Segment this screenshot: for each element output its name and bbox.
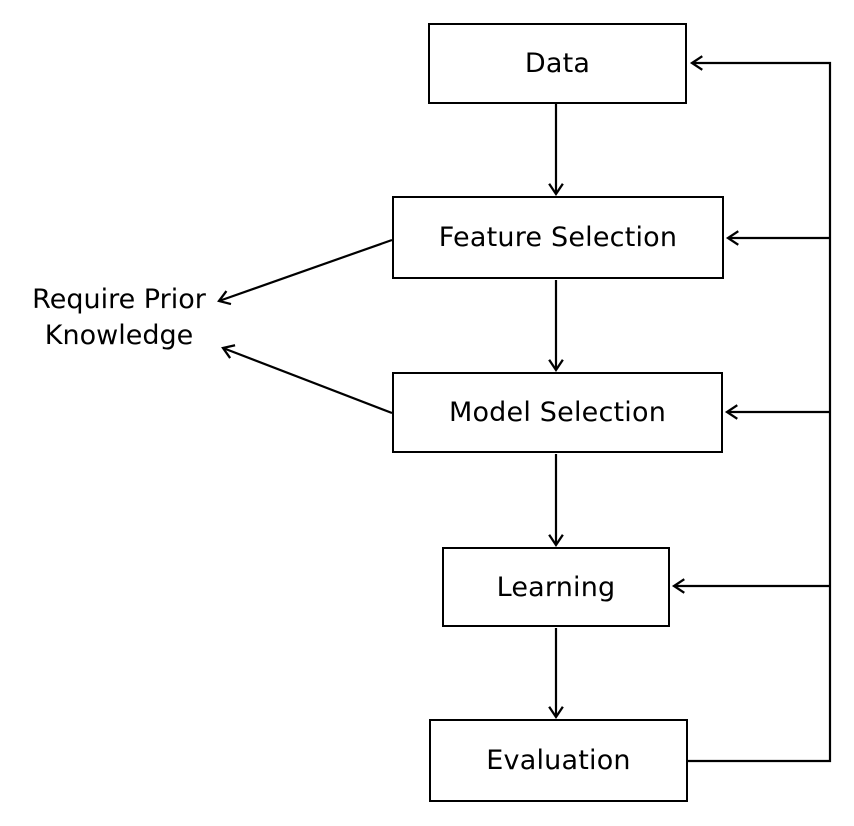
prior-knowledge-label-line2: Knowledge [44, 320, 194, 351]
prior-knowledge-label-line1: Require Prior [32, 284, 206, 315]
node-evaluation: Evaluation [429, 719, 688, 802]
node-model-selection: Model Selection [392, 372, 723, 453]
node-model-selection-label: Model Selection [448, 397, 667, 428]
node-learning: Learning [442, 547, 670, 627]
node-evaluation-label: Evaluation [486, 745, 631, 776]
edge-model-selection-to-annotation [221, 344, 393, 415]
node-data-label: Data [524, 48, 591, 79]
node-feature-selection-label: Feature Selection [438, 222, 678, 253]
node-feature-selection: Feature Selection [392, 196, 724, 279]
node-learning-label: Learning [496, 571, 616, 603]
edge-feature-selection-to-annotation [217, 238, 393, 306]
node-data: Data [428, 23, 687, 104]
prior-knowledge-label: Require Prior Knowledge [16, 282, 222, 354]
